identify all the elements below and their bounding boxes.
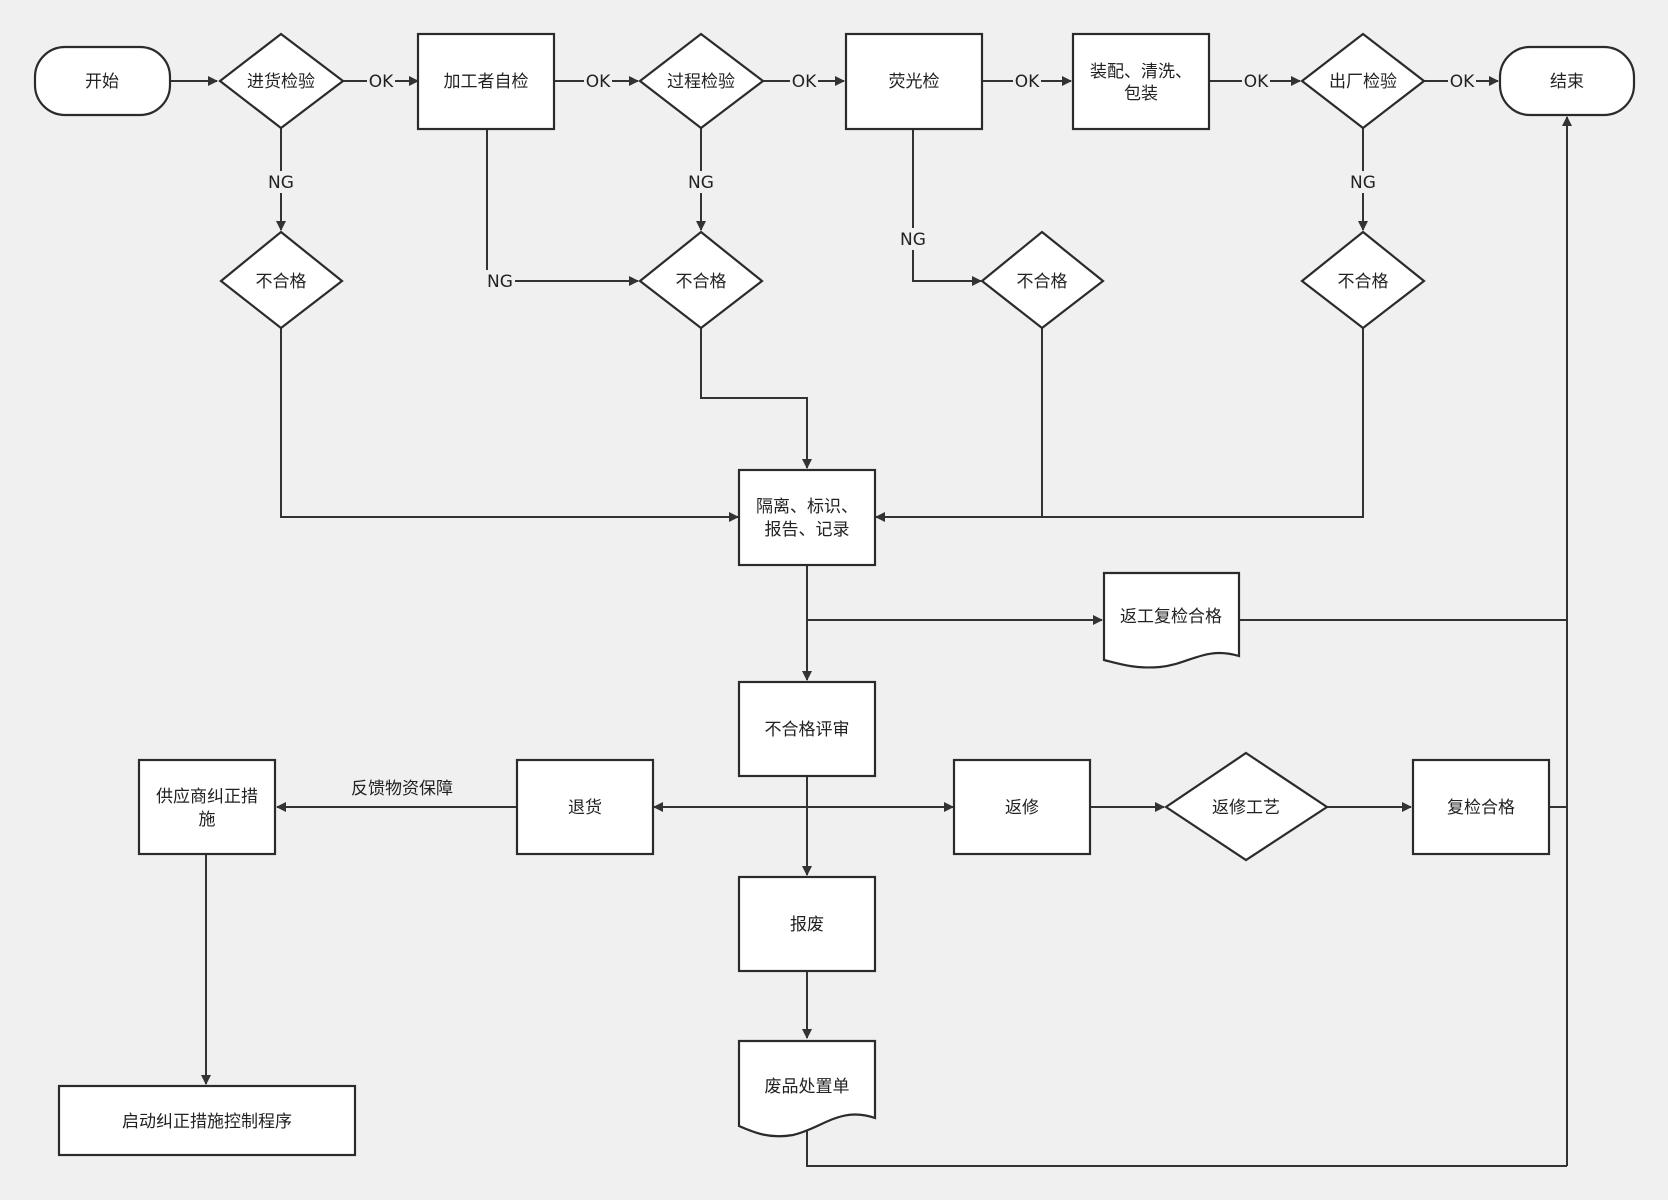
- nonconforming-label-1: 不合格: [256, 272, 307, 292]
- nonconforming-review-label: 不合格评审: [765, 720, 850, 740]
- end-label: 结束: [1550, 72, 1584, 92]
- nonconforming-review-node[interactable]: 不合格评审: [737, 680, 877, 778]
- ok-label-process: OK: [792, 72, 817, 92]
- ng-label-fluorescent: NG: [900, 230, 926, 250]
- feedback-supplies-label: 反馈物资保障: [351, 779, 453, 799]
- edge-nc1-to-isolate: [280, 328, 739, 522]
- start-node[interactable]: 开始: [33, 45, 172, 117]
- edge-labels: OK OK OK OK OK OK NG NG NG NG NG 反馈物资保障: [266, 70, 1476, 799]
- edge-selfcheck-ng: [486, 129, 639, 286]
- edge-fluorescent-ng: [912, 129, 982, 286]
- incoming-inspection-node[interactable]: 进货检验: [218, 32, 345, 130]
- ng-label-outgoing: NG: [1350, 173, 1376, 193]
- assembly-label-line1: 装配、清洗、: [1090, 62, 1192, 82]
- edges: [170, 76, 1572, 1167]
- nonconforming-node-2[interactable]: 不合格: [638, 230, 764, 330]
- start-label: 开始: [85, 72, 119, 92]
- rework-recheck-pass-label: 返工复检合格: [1120, 607, 1222, 627]
- outgoing-inspection-node[interactable]: 出厂检验: [1300, 32, 1426, 130]
- nonconforming-node-1[interactable]: 不合格: [219, 230, 344, 330]
- return-goods-node[interactable]: 退货: [515, 758, 655, 856]
- supplier-action-label-line1: 供应商纠正措: [156, 787, 258, 807]
- scrap-node[interactable]: 报废: [737, 875, 877, 973]
- ok-label-assembly: OK: [1244, 72, 1269, 92]
- nonconforming-label-4: 不合格: [1338, 272, 1389, 292]
- recheck-pass-label: 复检合格: [1447, 798, 1515, 818]
- assembly-node[interactable]: 装配、清洗、 包装: [1071, 32, 1211, 131]
- isolate-label-line2: 报告、记录: [765, 520, 850, 540]
- ng-label-process: NG: [688, 173, 714, 193]
- nonconforming-label-2: 不合格: [676, 272, 727, 292]
- process-inspection-label: 过程检验: [667, 72, 735, 92]
- repair-label: 返修: [1005, 798, 1039, 818]
- incoming-inspection-label: 进货检验: [247, 72, 315, 92]
- ok-label-fluorescent: OK: [1015, 72, 1040, 92]
- nonconforming-label-3: 不合格: [1017, 272, 1068, 292]
- ok-label-outgoing: OK: [1450, 72, 1475, 92]
- edge-form-to-end: [806, 1124, 1567, 1167]
- corrective-procedure-label: 启动纠正措施控制程序: [122, 1112, 292, 1132]
- nodes: 开始 进货检验 加工者自检 过程检验 荧光检 装配、清洗、 包装: [33, 32, 1636, 1157]
- ok-label-selfcheck: OK: [586, 72, 611, 92]
- scrap-disposal-form-node[interactable]: 废品处置单: [737, 1039, 877, 1138]
- isolate-node[interactable]: 隔离、标识、 报告、记录: [737, 468, 877, 567]
- edge-nc3-to-isolate: [875, 328, 1043, 522]
- end-node[interactable]: 结束: [1498, 45, 1636, 117]
- nonconforming-node-4[interactable]: 不合格: [1300, 230, 1426, 330]
- ng-label-incoming: NG: [268, 173, 294, 193]
- supplier-action-node[interactable]: 供应商纠正措 施: [137, 758, 277, 856]
- nonconforming-node-3[interactable]: 不合格: [980, 230, 1105, 330]
- repair-node[interactable]: 返修: [952, 758, 1092, 856]
- ok-label-incoming: OK: [369, 72, 394, 92]
- operator-self-check-label: 加工者自检: [444, 72, 529, 92]
- repair-process-node[interactable]: 返修工艺: [1164, 751, 1329, 862]
- assembly-label-line2: 包装: [1124, 84, 1158, 104]
- outgoing-inspection-label: 出厂检验: [1329, 72, 1397, 92]
- operator-self-check-node[interactable]: 加工者自检: [416, 32, 556, 131]
- process-inspection-node[interactable]: 过程检验: [638, 32, 765, 130]
- repair-process-label: 返修工艺: [1212, 798, 1280, 818]
- edge-nc2-to-isolate: [700, 328, 812, 469]
- fluorescent-inspection-node[interactable]: 荧光检: [844, 32, 984, 131]
- edge-nc4-to-isolate: [1042, 328, 1364, 518]
- recheck-pass-node[interactable]: 复检合格: [1411, 758, 1551, 856]
- return-goods-label: 退货: [568, 798, 602, 818]
- rework-recheck-pass-node[interactable]: 返工复检合格: [1102, 571, 1241, 669]
- fluorescent-inspection-label: 荧光检: [889, 72, 940, 92]
- ng-label-selfcheck: NG: [487, 272, 513, 292]
- corrective-procedure-node[interactable]: 启动纠正措施控制程序: [57, 1084, 357, 1157]
- scrap-disposal-form-label: 废品处置单: [765, 1077, 850, 1097]
- scrap-label: 报废: [790, 915, 824, 935]
- isolate-label-line1: 隔离、标识、: [756, 497, 858, 517]
- supplier-action-label-line2: 施: [199, 810, 216, 830]
